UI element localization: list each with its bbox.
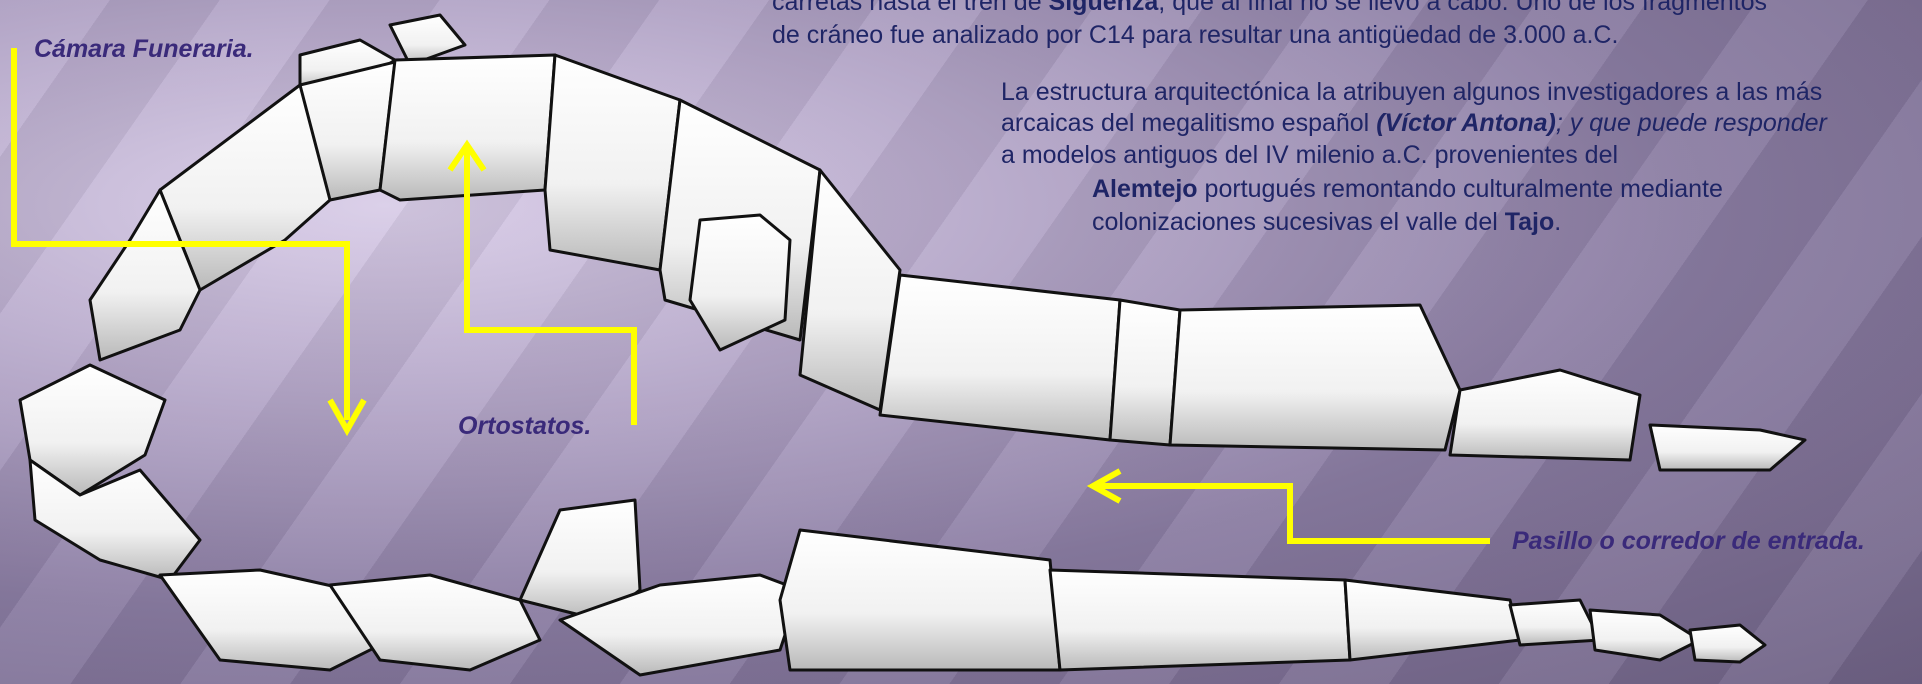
label-ortostatos: Ortostatos. [458, 412, 591, 441]
ortostatos-arrow-line [467, 148, 634, 425]
label-pasillo: Pasillo o corredor de entrada. [1512, 527, 1865, 556]
label-camara-funeraria: Cámara Funeraria. [34, 35, 254, 64]
camara-arrow-line [14, 48, 347, 420]
paragraph-2-line-2: arcaicas del megalitismo español (Víctor… [1001, 108, 1827, 138]
pasillo-arrow-line [1095, 486, 1490, 541]
paragraph-2-line-4: Alemtejo portugués remontando culturalme… [1092, 174, 1723, 204]
paragraph-2-line-5: colonizaciones sucesivas el valle del Ta… [1092, 207, 1561, 237]
paragraph-2-line-1: La estructura arquitectónica la atribuye… [1001, 77, 1822, 107]
paragraph-2-line-3: a modelos antiguos del IV milenio a.C. p… [1001, 140, 1618, 170]
paragraph-1-line-1: carretas hasta el tren de Sigüenza, que … [772, 0, 1767, 17]
paragraph-1-line-2: de cráneo fue analizado por C14 para res… [772, 20, 1618, 50]
